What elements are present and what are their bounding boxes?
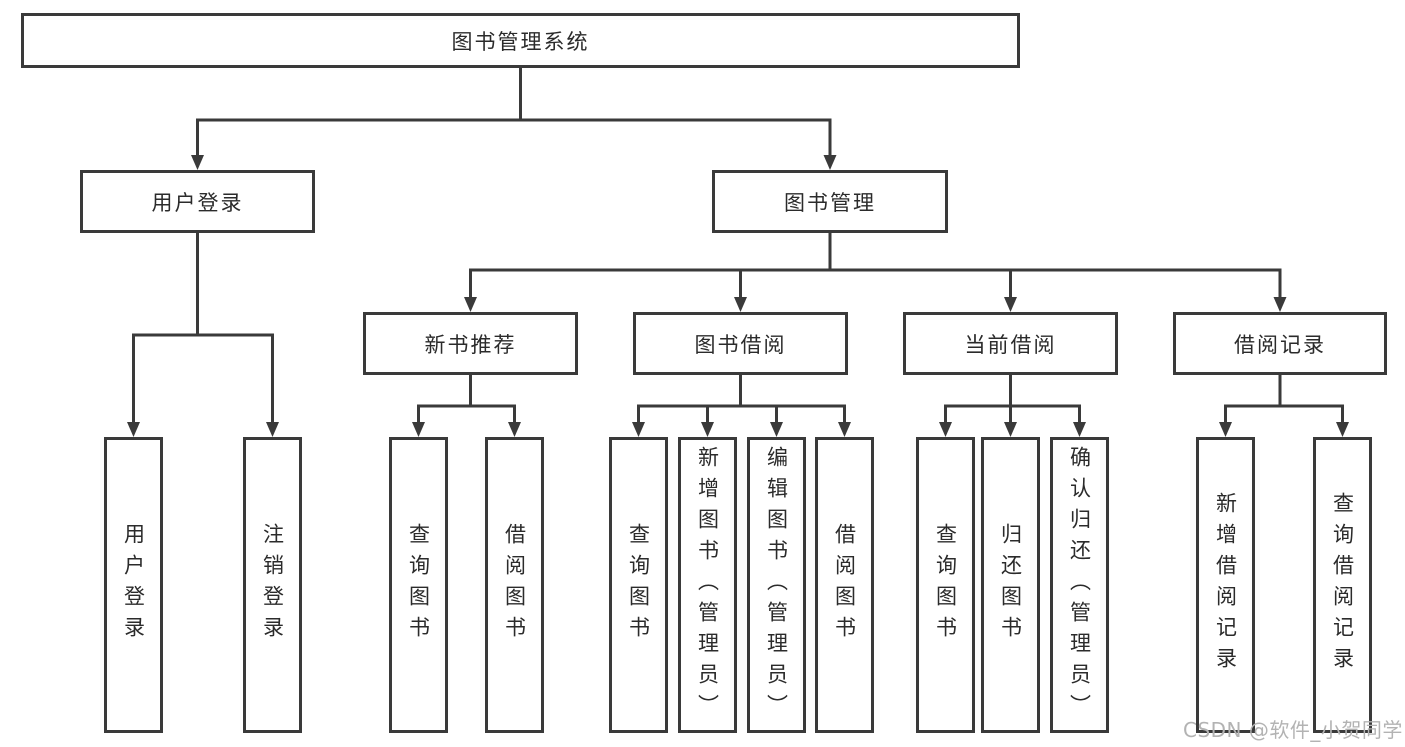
- leaf-return-books: 归还图书: [981, 437, 1040, 733]
- node-label: 图书管理系统: [451, 29, 590, 54]
- leaf-add-book-admin: 新增图书（管理员）: [678, 437, 737, 733]
- node-label: 查询图书: [406, 523, 431, 647]
- node-label: 注销登录: [260, 523, 285, 647]
- connector-current-borrow-branch: [944, 375, 1081, 424]
- leaf-query-books-newbook: 查询图书: [389, 437, 448, 733]
- node-label: 归还图书: [998, 523, 1023, 647]
- connector-root: [196, 68, 832, 157]
- node-label: 编辑图书（管理员）: [764, 445, 789, 725]
- node-book-management: 图书管理: [712, 170, 948, 233]
- leaf-edit-book-admin: 编辑图书（管理员）: [747, 437, 806, 733]
- connector-user-login-branch: [132, 233, 274, 424]
- node-label: 查询图书: [933, 523, 958, 647]
- leaf-logout: 注销登录: [243, 437, 302, 733]
- node-label: 用户登录: [121, 523, 146, 647]
- node-label: 借阅记录: [1234, 332, 1326, 357]
- node-user-login-branch: 用户登录: [80, 170, 315, 233]
- connector-book-borrow-branch: [637, 375, 846, 424]
- leaf-borrow-books: 借阅图书: [815, 437, 874, 733]
- node-new-book-recommend: 新书推荐: [363, 312, 578, 375]
- node-label: 确认归还（管理员）: [1067, 445, 1092, 725]
- leaf-borrow-books-newbook: 借阅图书: [485, 437, 544, 733]
- node-library-management-system: 图书管理系统: [21, 13, 1020, 68]
- leaf-confirm-return-admin: 确认归还（管理员）: [1050, 437, 1109, 733]
- node-current-borrow: 当前借阅: [903, 312, 1118, 375]
- connector-book-management-branch: [469, 233, 1282, 299]
- node-label: 新增图书（管理员）: [695, 445, 720, 725]
- node-label: 借阅图书: [832, 523, 857, 647]
- connector-borrow-record-branch: [1224, 375, 1344, 424]
- node-label: 当前借阅: [964, 332, 1057, 357]
- node-book-borrow: 图书借阅: [633, 312, 848, 375]
- node-label: 图书借阅: [694, 332, 787, 357]
- csdn-watermark: CSDN @软件_小贺同学: [1183, 718, 1403, 742]
- node-label: 查询图书: [626, 523, 651, 647]
- leaf-query-books-current: 查询图书: [916, 437, 975, 733]
- node-borrow-records: 借阅记录: [1173, 312, 1387, 375]
- leaf-query-books-borrow: 查询图书: [609, 437, 668, 733]
- connector-new-book-branch: [417, 375, 516, 424]
- node-label: 借阅图书: [502, 523, 527, 647]
- leaf-add-borrow-record: 新增借阅记录: [1196, 437, 1255, 733]
- leaf-query-borrow-record: 查询借阅记录: [1313, 437, 1372, 733]
- node-label: 用户登录: [151, 190, 244, 215]
- node-label: 新书推荐: [424, 332, 517, 357]
- node-label: 图书管理: [784, 190, 876, 215]
- leaf-user-login: 用户登录: [104, 437, 163, 733]
- node-label: 查询借阅记录: [1330, 492, 1355, 678]
- node-label: 新增借阅记录: [1213, 492, 1238, 678]
